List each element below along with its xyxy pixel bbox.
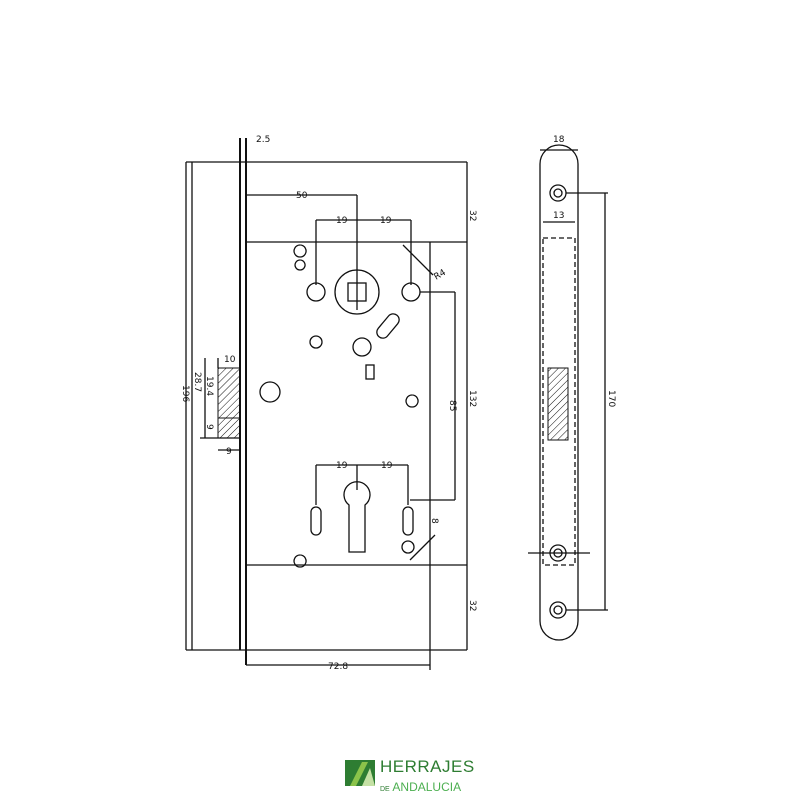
strike-plate-side-view: 18 13 170 — [528, 135, 616, 641]
dim-8: 8 — [429, 518, 439, 524]
dim-19-d: 19 — [381, 461, 393, 471]
dim-19-4: 19.4 — [204, 376, 214, 396]
dim-50: 50 — [296, 191, 308, 201]
brand-logo-mark — [345, 760, 375, 786]
dim-2-5: 2.5 — [256, 135, 270, 145]
dim-132: 132 — [467, 390, 477, 407]
dim-32-top: 32 — [467, 210, 477, 221]
dim-13: 13 — [553, 211, 564, 221]
brand-name: HERRAJES — [380, 757, 475, 776]
dim-72-8: 72.8 — [328, 662, 348, 672]
dim-r4: R4 — [433, 268, 449, 283]
dim-9-v: 9 — [204, 424, 214, 430]
dim-10: 10 — [224, 355, 236, 365]
brand-subname: DE ANDALUCIA — [380, 780, 461, 797]
dim-85: 85 — [447, 400, 457, 411]
brand-prefix: DE — [380, 786, 390, 793]
lock-body-front-view: 2.5 50 19 19 32 R4 85 132 196 28.7 19.4 … — [180, 135, 477, 672]
dead-bolt — [217, 417, 241, 439]
dim-19-a: 19 — [336, 216, 348, 226]
dim-196: 196 — [180, 385, 190, 402]
brand-region: ANDALUCIA — [392, 780, 462, 794]
dim-19-b: 19 — [380, 216, 392, 226]
latch-bolt — [217, 367, 241, 419]
dim-18: 18 — [553, 135, 565, 145]
dim-9-h: 9 — [226, 447, 232, 457]
dim-28-7: 28.7 — [192, 372, 202, 392]
dim-170: 170 — [606, 390, 616, 407]
cylinder-hole — [343, 481, 371, 553]
dim-19-c: 19 — [336, 461, 348, 471]
dim-32-bottom: 32 — [467, 600, 477, 611]
